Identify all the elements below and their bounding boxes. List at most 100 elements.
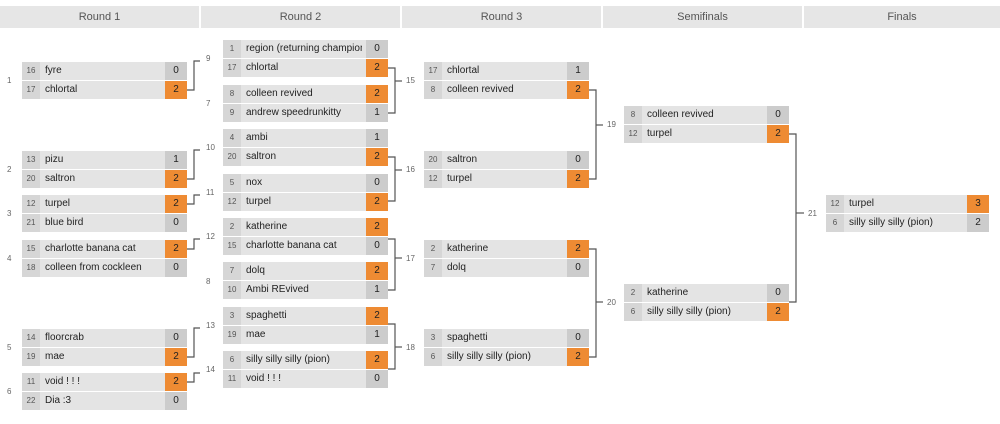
round-header-3: Round 3 [402,6,601,28]
team-seed: 15 [223,237,241,255]
team-row[interactable]: 22 Dia :3 0 [22,392,187,410]
team-name: chlortal [45,84,78,95]
team-score: 0 [767,106,789,124]
team-name: fyre [45,65,62,76]
match-number: 15 [406,76,415,85]
team-score: 0 [567,151,589,169]
match-number: 19 [607,120,616,129]
winner-score: 2 [165,348,187,366]
team-seed: 21 [22,214,40,232]
winner-score: 2 [165,81,187,99]
team-seed: 2 [624,284,642,302]
team-name: void ! ! ! [45,376,81,387]
team-row[interactable]: 8 colleen revived 0 [624,106,789,124]
team-score: 1 [366,326,388,344]
team-seed: 2 [223,218,241,236]
round-header-2: Round 2 [201,6,400,28]
match-number: 17 [406,254,415,263]
team-seed: 18 [22,259,40,277]
team-name: chlortal [246,62,279,73]
team-name: silly silly silly (pion) [647,306,731,317]
match-number: 3 [7,209,12,218]
team-score: 0 [567,259,589,277]
winner-score: 2 [567,240,589,258]
team-name: mae [246,329,266,340]
team-seed: 12 [826,195,844,213]
winner-score: 2 [366,59,388,77]
team-seed: 22 [22,392,40,410]
winner-score: 2 [767,125,789,143]
team-score: 0 [165,392,187,410]
team-name: ambi [246,132,268,143]
team-name: pizu [45,154,64,165]
match-number: 16 [406,165,415,174]
team-seed: 20 [22,170,40,188]
team-name: mae [45,351,65,362]
team-seed: 2 [424,240,442,258]
winner-score: 2 [366,85,388,103]
match-number: 5 [7,343,12,352]
team-score: 0 [767,284,789,302]
team-name: spaghetti [246,310,287,321]
winner-score: 2 [165,240,187,258]
team-name: dolq [447,262,466,273]
team-seed: 5 [223,174,241,192]
team-name: Dia :3 [45,395,72,406]
team-score: 0 [366,370,388,388]
team-seed: 8 [624,106,642,124]
team-name: colleen revived [647,109,714,120]
winner-score: 2 [767,303,789,321]
round-header-finals: Finals [804,6,1000,28]
winner-score: 2 [366,262,388,280]
team-name: andrew speedrunkitty [246,107,342,118]
team-name: silly silly silly (pion) [447,351,531,362]
team-seed: 11 [223,370,241,388]
team-name: katherine [246,221,288,232]
team-score: 0 [366,237,388,255]
match-number: 6 [7,387,12,396]
team-score: 2 [967,214,989,232]
team-seed: 6 [424,348,442,366]
team-name: region (returning champion) [246,43,362,54]
